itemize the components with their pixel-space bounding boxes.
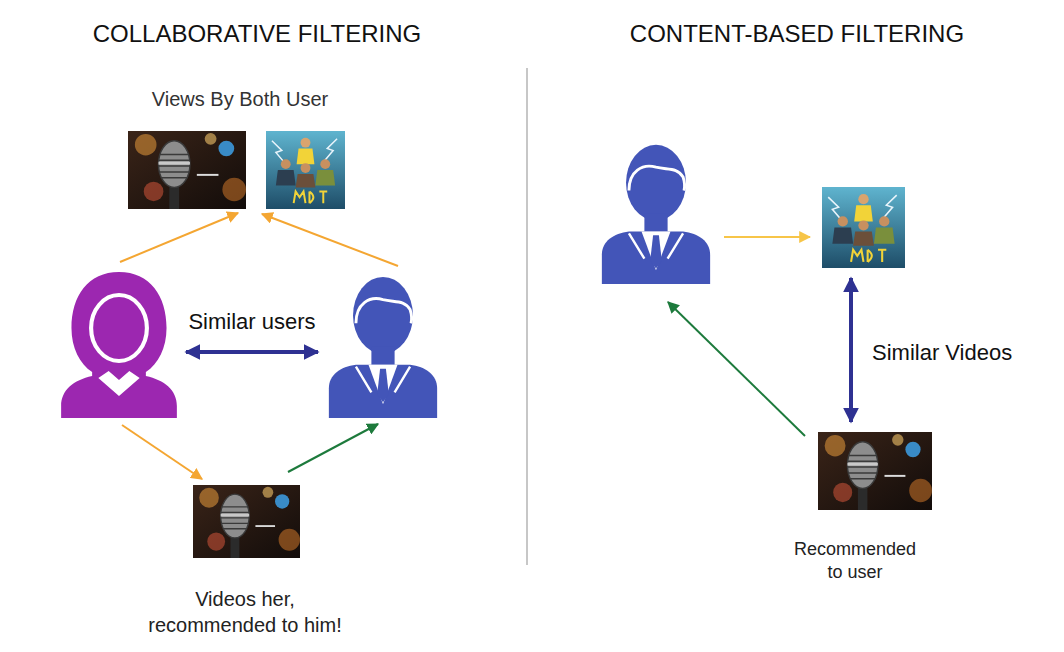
recommend-arrow <box>668 302 805 436</box>
recommend-arrow <box>288 424 378 472</box>
relation-label: Similar Videos <box>872 340 1042 366</box>
similarity-arrow <box>849 278 853 422</box>
video-thumbnail <box>193 485 300 558</box>
user-icon <box>602 145 710 284</box>
panel-heading: CONTENT-BASED FILTERING <box>597 20 997 49</box>
view-arrow <box>724 236 810 238</box>
video-thumbnail <box>128 131 246 209</box>
node-caption: Views By Both User <box>118 86 362 112</box>
similarity-arrow <box>186 350 318 354</box>
video-card: Videos her, recommended to him! <box>138 483 352 640</box>
panel-heading: COLLABORATIVE FILTERING <box>57 20 457 49</box>
view-arrow <box>120 213 238 262</box>
video-thumbnail <box>266 131 345 209</box>
video-thumbnail <box>818 432 932 510</box>
view-arrow <box>122 425 202 479</box>
video-thumbnail <box>822 187 905 268</box>
video-group: Views By Both User <box>118 86 362 216</box>
user-icon <box>329 277 437 418</box>
relation-label: Similar users <box>172 309 332 335</box>
panel-divider <box>526 68 528 565</box>
video-card: Recommended to user <box>788 430 922 587</box>
user-icon <box>61 272 177 418</box>
view-arrow <box>262 214 398 266</box>
node-caption: Videos her, recommended to him! <box>138 586 352 638</box>
node-caption: Recommended to user <box>788 538 922 585</box>
